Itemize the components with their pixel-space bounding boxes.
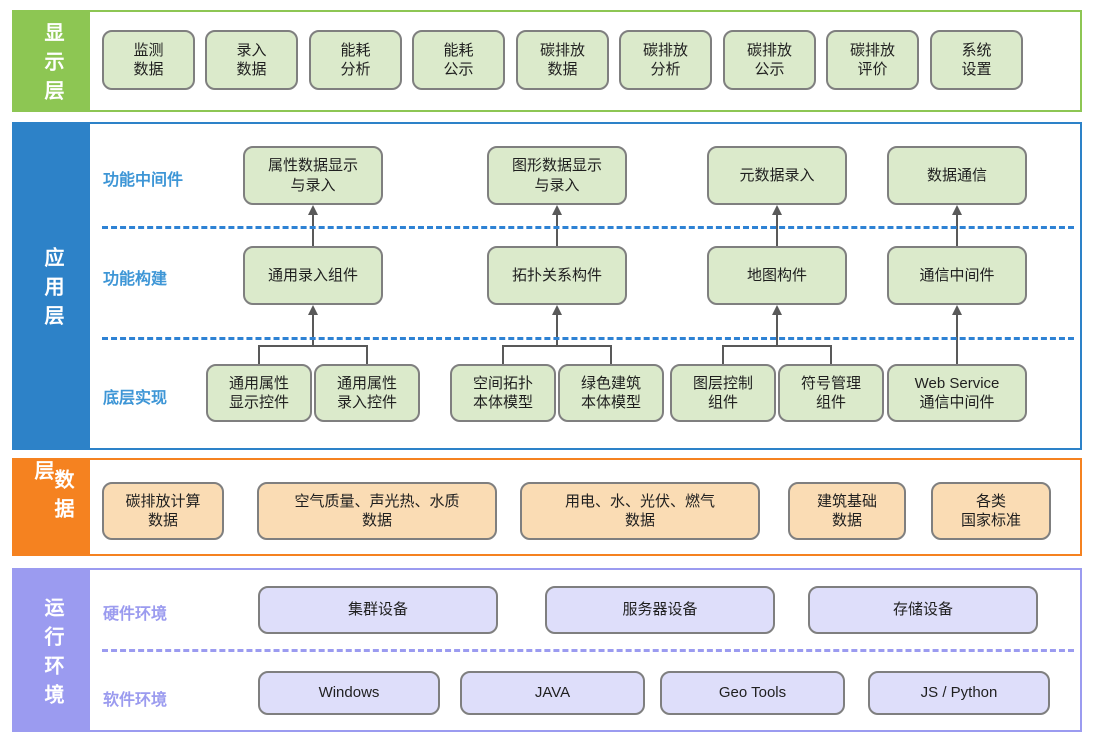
runtime-layer-section: 运行环境 硬件环境 软件环境 集群设备 服务器设备 存储设备 Windows J… (12, 568, 1082, 732)
display-box-system-settings: 系统 设置 (930, 30, 1023, 90)
base-box-layer-control: 图层控制 组件 (670, 364, 776, 422)
build-divider (102, 337, 1074, 340)
hw-box-cluster: 集群设备 (258, 586, 498, 634)
build-box-comm-middleware: 通信中间件 (887, 246, 1027, 305)
sw-box-windows: Windows (258, 671, 440, 715)
hardware-software-divider (102, 649, 1074, 652)
base-box-symbol-manage: 符号管理 组件 (778, 364, 884, 422)
display-layer-section: 显示层 监测 数据 录入 数据 能耗 分析 能耗 公示 碳排放 数据 碳排放 分… (12, 10, 1082, 112)
mw-box-data-communication: 数据通信 (887, 146, 1027, 205)
display-layer-title: 显示层 (41, 22, 63, 109)
build-box-general-entry: 通用录入组件 (243, 246, 383, 305)
data-box-carbon-calc: 碳排放计算 数据 (102, 482, 224, 540)
base-box-spatial-ontology: 空间拓扑 本体模型 (450, 364, 556, 422)
application-layer-section: 应用层 功能中间件 功能构建 底层实现 属性数据显示 与录入 (12, 122, 1082, 450)
row-label-build: 功能构建 (103, 271, 168, 288)
display-box-energy-publish: 能耗 公示 (412, 30, 505, 90)
build-box-topology: 拓扑关系构件 (487, 246, 627, 305)
base-box-attr-display-control: 通用属性 显示控件 (206, 364, 312, 422)
display-box-carbon-publish: 碳排放 公示 (723, 30, 816, 90)
hw-box-server: 服务器设备 (545, 586, 775, 634)
display-box-carbon-data: 碳排放 数据 (516, 30, 609, 90)
row-label-hardware: 硬件环境 (103, 606, 168, 623)
data-layer-section: 数据层 碳排放计算 数据 空气质量、声光热、水质 数据 用电、水、光伏、燃气 数… (12, 458, 1082, 556)
display-box-monitor-data: 监测 数据 (102, 30, 195, 90)
base-box-webservice-middleware: Web Service 通信中间件 (887, 364, 1027, 422)
row-label-base: 底层实现 (103, 390, 168, 407)
base-box-attr-entry-control: 通用属性 录入控件 (314, 364, 420, 422)
base-box-green-ontology: 绿色建筑 本体模型 (558, 364, 664, 422)
sw-box-js-python: JS / Python (868, 671, 1050, 715)
data-layer-sidebar: 数据层 (14, 460, 90, 554)
application-layer-sidebar: 应用层 (14, 124, 90, 448)
data-box-air-quality: 空气质量、声光热、水质 数据 (257, 482, 497, 540)
runtime-layer-sidebar: 运行环境 (14, 570, 90, 730)
hw-box-storage: 存储设备 (808, 586, 1038, 634)
data-box-building-basic: 建筑基础 数据 (788, 482, 906, 540)
mw-box-attribute-display-entry: 属性数据显示 与录入 (243, 146, 383, 205)
runtime-layer-title: 运行环境 (41, 596, 63, 713)
data-box-national-standards: 各类 国家标准 (931, 482, 1051, 540)
build-box-map: 地图构件 (707, 246, 847, 305)
mw-box-graphic-display-entry: 图形数据显示 与录入 (487, 146, 627, 205)
application-layer-title: 应用层 (41, 247, 63, 334)
display-box-entry-data: 录入 数据 (205, 30, 298, 90)
data-layer-title: 数据层 (31, 460, 73, 527)
mw-box-metadata-entry: 元数据录入 (707, 146, 847, 205)
display-box-energy-analysis: 能耗 分析 (309, 30, 402, 90)
display-box-carbon-analysis: 碳排放 分析 (619, 30, 712, 90)
data-box-utilities: 用电、水、光伏、燃气 数据 (520, 482, 760, 540)
row-label-middleware: 功能中间件 (103, 172, 184, 189)
row-label-software: 软件环境 (103, 692, 168, 709)
sw-box-java: JAVA (460, 671, 645, 715)
sw-box-geotools: Geo Tools (660, 671, 845, 715)
middleware-divider (102, 226, 1074, 229)
display-layer-sidebar: 显示层 (14, 12, 90, 110)
display-box-carbon-evaluate: 碳排放 评价 (826, 30, 919, 90)
